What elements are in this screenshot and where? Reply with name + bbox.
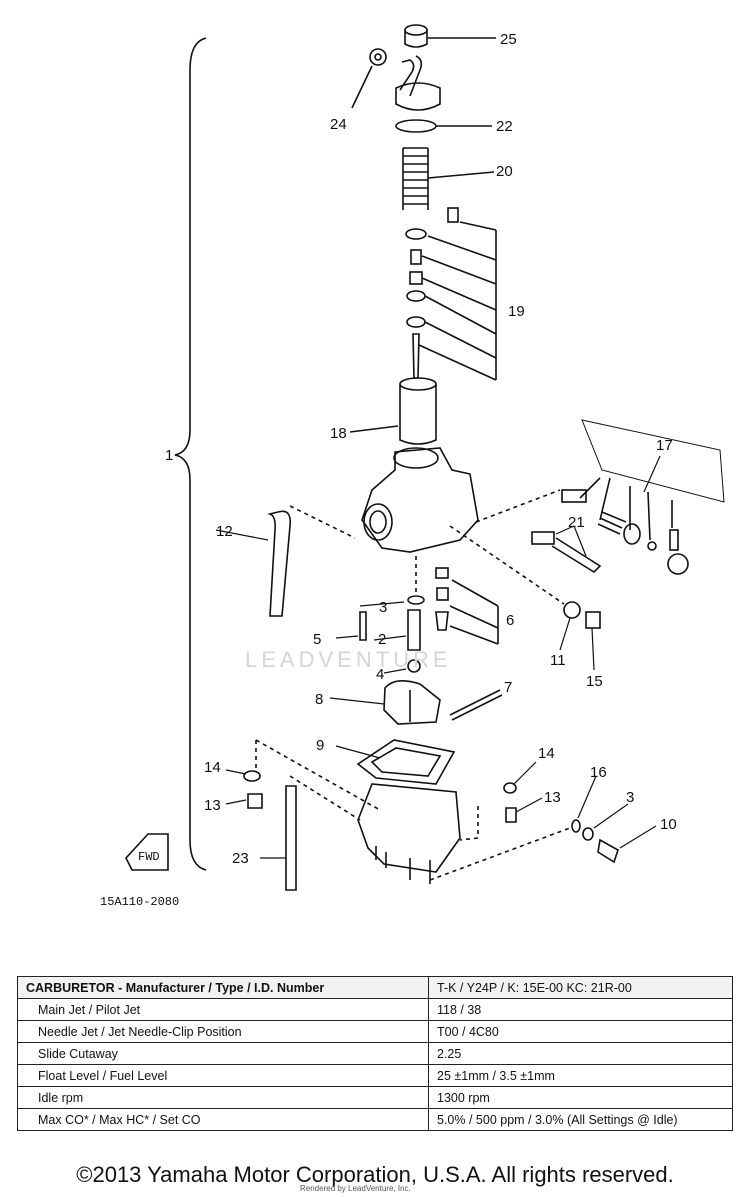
spec-row: Needle Jet / Jet Needle-Clip Position T0… bbox=[17, 1020, 733, 1043]
callout-22: 22 bbox=[496, 118, 513, 135]
diagram-code: 15A110-2080 bbox=[100, 895, 179, 909]
spec-row-value: T00 / 4C80 bbox=[428, 1020, 733, 1043]
callout-8: 8 bbox=[315, 691, 323, 708]
spec-row: Slide Cutaway 2.25 bbox=[17, 1042, 733, 1065]
callout-3: 3 bbox=[379, 599, 387, 616]
callout-5: 5 bbox=[313, 631, 321, 648]
callout-11: 11 bbox=[550, 652, 566, 669]
spec-row: Float Level / Fuel Level 25 ±1mm / 3.5 ±… bbox=[17, 1064, 733, 1087]
carburetor-spec-table: CARBURETOR - Manufacturer / Type / I.D. … bbox=[17, 976, 733, 1131]
callout-18: 18 bbox=[330, 425, 347, 442]
callout-4: 4 bbox=[376, 666, 384, 683]
callout-7: 7 bbox=[504, 679, 512, 696]
callout-14-right: 14 bbox=[538, 745, 555, 762]
callout-15: 15 bbox=[586, 673, 603, 690]
spec-header-label: CARBURETOR - Manufacturer / Type / I.D. … bbox=[17, 976, 429, 999]
callout-14-left: 14 bbox=[204, 759, 221, 776]
copyright-footer: ©2013 Yamaha Motor Corporation, U.S.A. A… bbox=[76, 1162, 674, 1187]
spec-row-value: 5.0% / 500 ppm / 3.0% (All Settings @ Id… bbox=[428, 1108, 733, 1131]
fwd-label: FWD bbox=[138, 850, 160, 864]
callout-19: 19 bbox=[508, 303, 525, 320]
spec-table-header-row: CARBURETOR - Manufacturer / Type / I.D. … bbox=[17, 976, 733, 999]
callout-10: 10 bbox=[660, 816, 677, 833]
callout-3-right: 3 bbox=[626, 789, 634, 806]
spec-row-value: 1300 rpm bbox=[428, 1086, 733, 1109]
callout-16: 16 bbox=[590, 764, 607, 781]
carburetor-exploded-diagram: LEADVENTURE 25 24 22 20 19 18 17 1 12 21… bbox=[100, 24, 725, 909]
callout-1: 1 bbox=[165, 447, 173, 464]
callout-9: 9 bbox=[316, 737, 324, 754]
callout-24: 24 bbox=[330, 116, 347, 133]
footer-sub-text: Rendered by LeadVenture, Inc. bbox=[300, 1184, 411, 1193]
callout-13-left: 13 bbox=[204, 797, 221, 814]
spec-row-value: 2.25 bbox=[428, 1042, 733, 1065]
spec-row: Main Jet / Pilot Jet 118 / 38 bbox=[17, 998, 733, 1021]
spec-row-label: Main Jet / Pilot Jet bbox=[17, 998, 429, 1021]
spec-row-label: Max CO* / Max HC* / Set CO bbox=[17, 1108, 429, 1131]
spec-row-label: Float Level / Fuel Level bbox=[17, 1064, 429, 1087]
spec-header-value: T-K / Y24P / K: 15E-00 KC: 21R-00 bbox=[428, 976, 733, 999]
callout-6: 6 bbox=[506, 612, 514, 629]
callout-25: 25 bbox=[500, 31, 517, 48]
callout-20: 20 bbox=[496, 163, 513, 180]
callout-17: 17 bbox=[656, 437, 673, 454]
callout-2: 2 bbox=[378, 631, 386, 648]
watermark-text: LEADVENTURE bbox=[245, 647, 452, 672]
spec-row-label: Needle Jet / Jet Needle-Clip Position bbox=[17, 1020, 429, 1043]
callout-12: 12 bbox=[216, 523, 233, 540]
spec-row-value: 118 / 38 bbox=[428, 998, 733, 1021]
spec-row-value: 25 ±1mm / 3.5 ±1mm bbox=[428, 1064, 733, 1087]
spec-row-label: Idle rpm bbox=[17, 1086, 429, 1109]
spec-row: Max CO* / Max HC* / Set CO 5.0% / 500 pp… bbox=[17, 1108, 733, 1131]
callout-13-right: 13 bbox=[544, 789, 561, 806]
callout-23: 23 bbox=[232, 850, 249, 867]
spec-row-label: Slide Cutaway bbox=[17, 1042, 429, 1065]
spec-row: Idle rpm 1300 rpm bbox=[17, 1086, 733, 1109]
callout-21: 21 bbox=[568, 514, 585, 531]
